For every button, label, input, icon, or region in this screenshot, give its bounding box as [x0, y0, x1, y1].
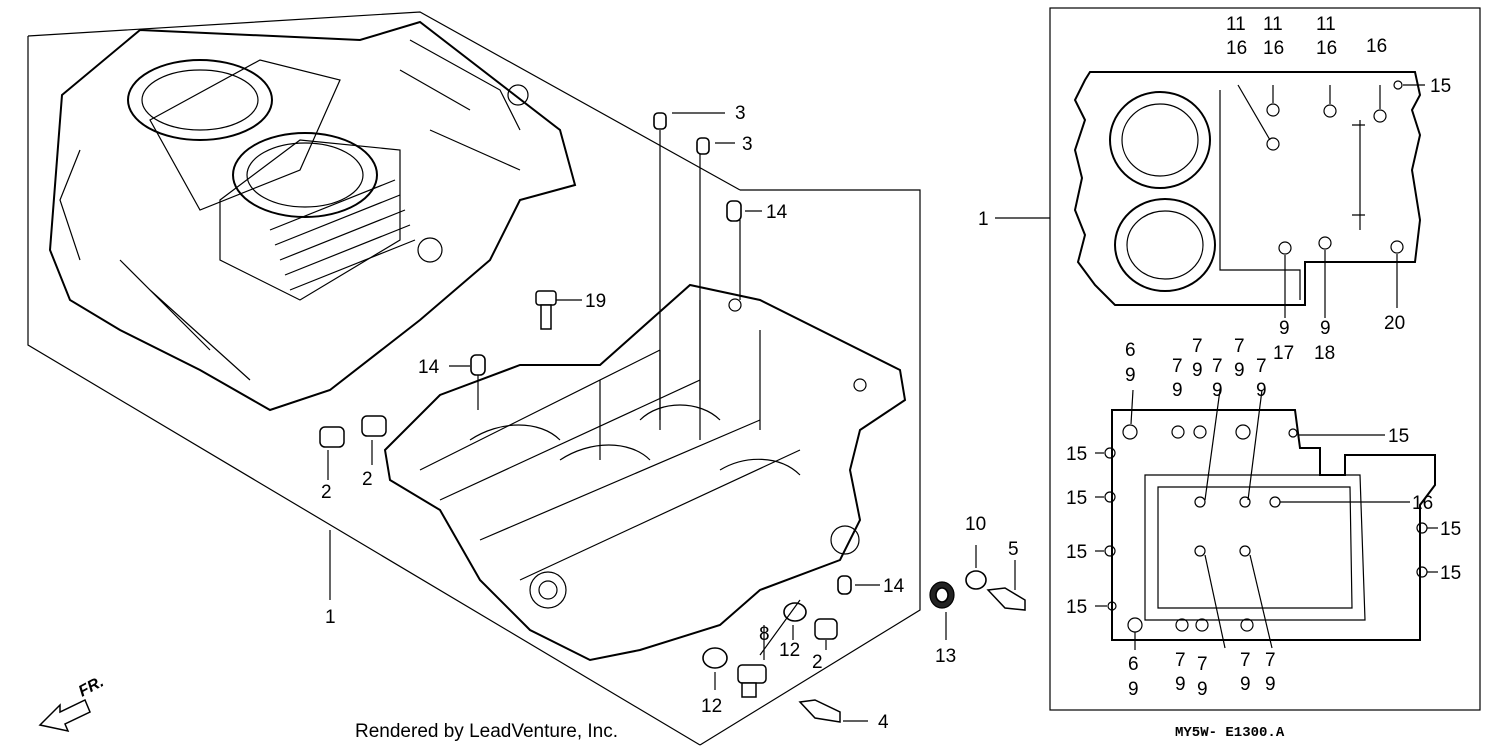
callout-label: 3: [735, 103, 746, 124]
callout-label: 10: [965, 514, 986, 535]
callout-label: 2: [362, 469, 373, 490]
callout-label: 9: [1240, 674, 1251, 695]
callout-label: 9: [1234, 360, 1245, 381]
callout-label: 14: [883, 576, 905, 597]
callout-label: 6: [1125, 340, 1136, 361]
callout-label: 7: [1197, 654, 1208, 675]
callout-label: 7: [1192, 336, 1203, 357]
lower-case-bottom-view: [1104, 409, 1436, 641]
callout-label: 16: [1263, 38, 1284, 59]
callout-label: 9: [1320, 318, 1331, 339]
callout-label: 12: [779, 640, 800, 661]
callout-label: 7: [1175, 650, 1186, 671]
callout-label: 16: [1316, 38, 1337, 59]
callout-label: 8: [759, 624, 770, 645]
callout-label: 18: [1314, 343, 1335, 364]
callout-label: 9: [1197, 679, 1208, 700]
callout-label: 7: [1256, 356, 1267, 377]
callout-label: 15: [1066, 488, 1087, 509]
callout-label: 4: [878, 712, 889, 733]
callout-label: 1: [978, 209, 989, 230]
callout-label: 6: [1128, 654, 1139, 675]
callout-label: 1: [325, 607, 336, 628]
callout-label: 15: [1066, 597, 1087, 618]
callout-label: 7: [1240, 650, 1251, 671]
callout-label: 16: [1226, 38, 1247, 59]
callout-label: 14: [766, 202, 788, 223]
callout-label: 16: [1412, 493, 1433, 514]
dowel-pins: [470, 112, 852, 595]
callout-label: 15: [1066, 444, 1087, 465]
callout-label: 3: [742, 134, 753, 155]
inset-frame: [995, 7, 1481, 711]
callout-label: 16: [1366, 36, 1387, 57]
leaders-lower-inset: [1095, 389, 1438, 650]
diagram-code: MY5W- E1300.A: [1175, 725, 1285, 741]
callout-label: 7: [1212, 356, 1223, 377]
callout-label: 15: [1440, 519, 1461, 540]
callout-label: 15: [1440, 563, 1461, 584]
bolts: [319, 290, 1026, 723]
callout-label: 9: [1172, 380, 1183, 401]
callout-label: 2: [321, 482, 332, 503]
front-direction-arrow: FR.: [38, 673, 107, 733]
callout-label: 11: [1263, 14, 1283, 35]
callout-label: 15: [1388, 426, 1409, 447]
callout-label: 12: [701, 696, 722, 717]
callout-label: 7: [1265, 650, 1276, 671]
callout-label: 7: [1172, 356, 1183, 377]
callout-label: 20: [1384, 313, 1405, 334]
callout-label: 15: [1430, 76, 1451, 97]
callout-label: 15: [1066, 542, 1087, 563]
callout-label: 9: [1265, 674, 1276, 695]
callout-label: 9: [1256, 380, 1267, 401]
callout-label: 17: [1273, 343, 1294, 364]
callout-label: 19: [585, 291, 606, 312]
callout-label: 9: [1175, 674, 1186, 695]
exploded-frame: [27, 11, 921, 746]
upper-crankcase: [48, 20, 577, 412]
callout-label: 9: [1279, 318, 1290, 339]
callout-label: 11: [1316, 14, 1336, 35]
callout-label: 11: [1226, 14, 1246, 35]
callout-label: 9: [1192, 360, 1203, 381]
callout-label: 9: [1125, 365, 1136, 386]
callout-label: 7: [1234, 336, 1245, 357]
callout-label: 5: [1008, 539, 1019, 560]
callout-label: 2: [812, 652, 823, 673]
callout-label: 14: [418, 357, 440, 378]
direction-label: FR.: [76, 673, 107, 700]
lower-crankcase: [383, 130, 907, 662]
upper-case-top-view: [1073, 71, 1422, 306]
callout-label: 13: [935, 646, 956, 667]
leaders-left: [327, 112, 1016, 722]
callout-labels: 3 3 14 19 14 2 2 1 14 10 5 13 8 12 2 12 …: [321, 14, 1461, 733]
credit-text: Rendered by LeadVenture, Inc.: [355, 721, 618, 742]
callout-label: 9: [1128, 679, 1139, 700]
leaders-upper-inset: [1237, 84, 1425, 318]
callout-label: 9: [1212, 380, 1223, 401]
